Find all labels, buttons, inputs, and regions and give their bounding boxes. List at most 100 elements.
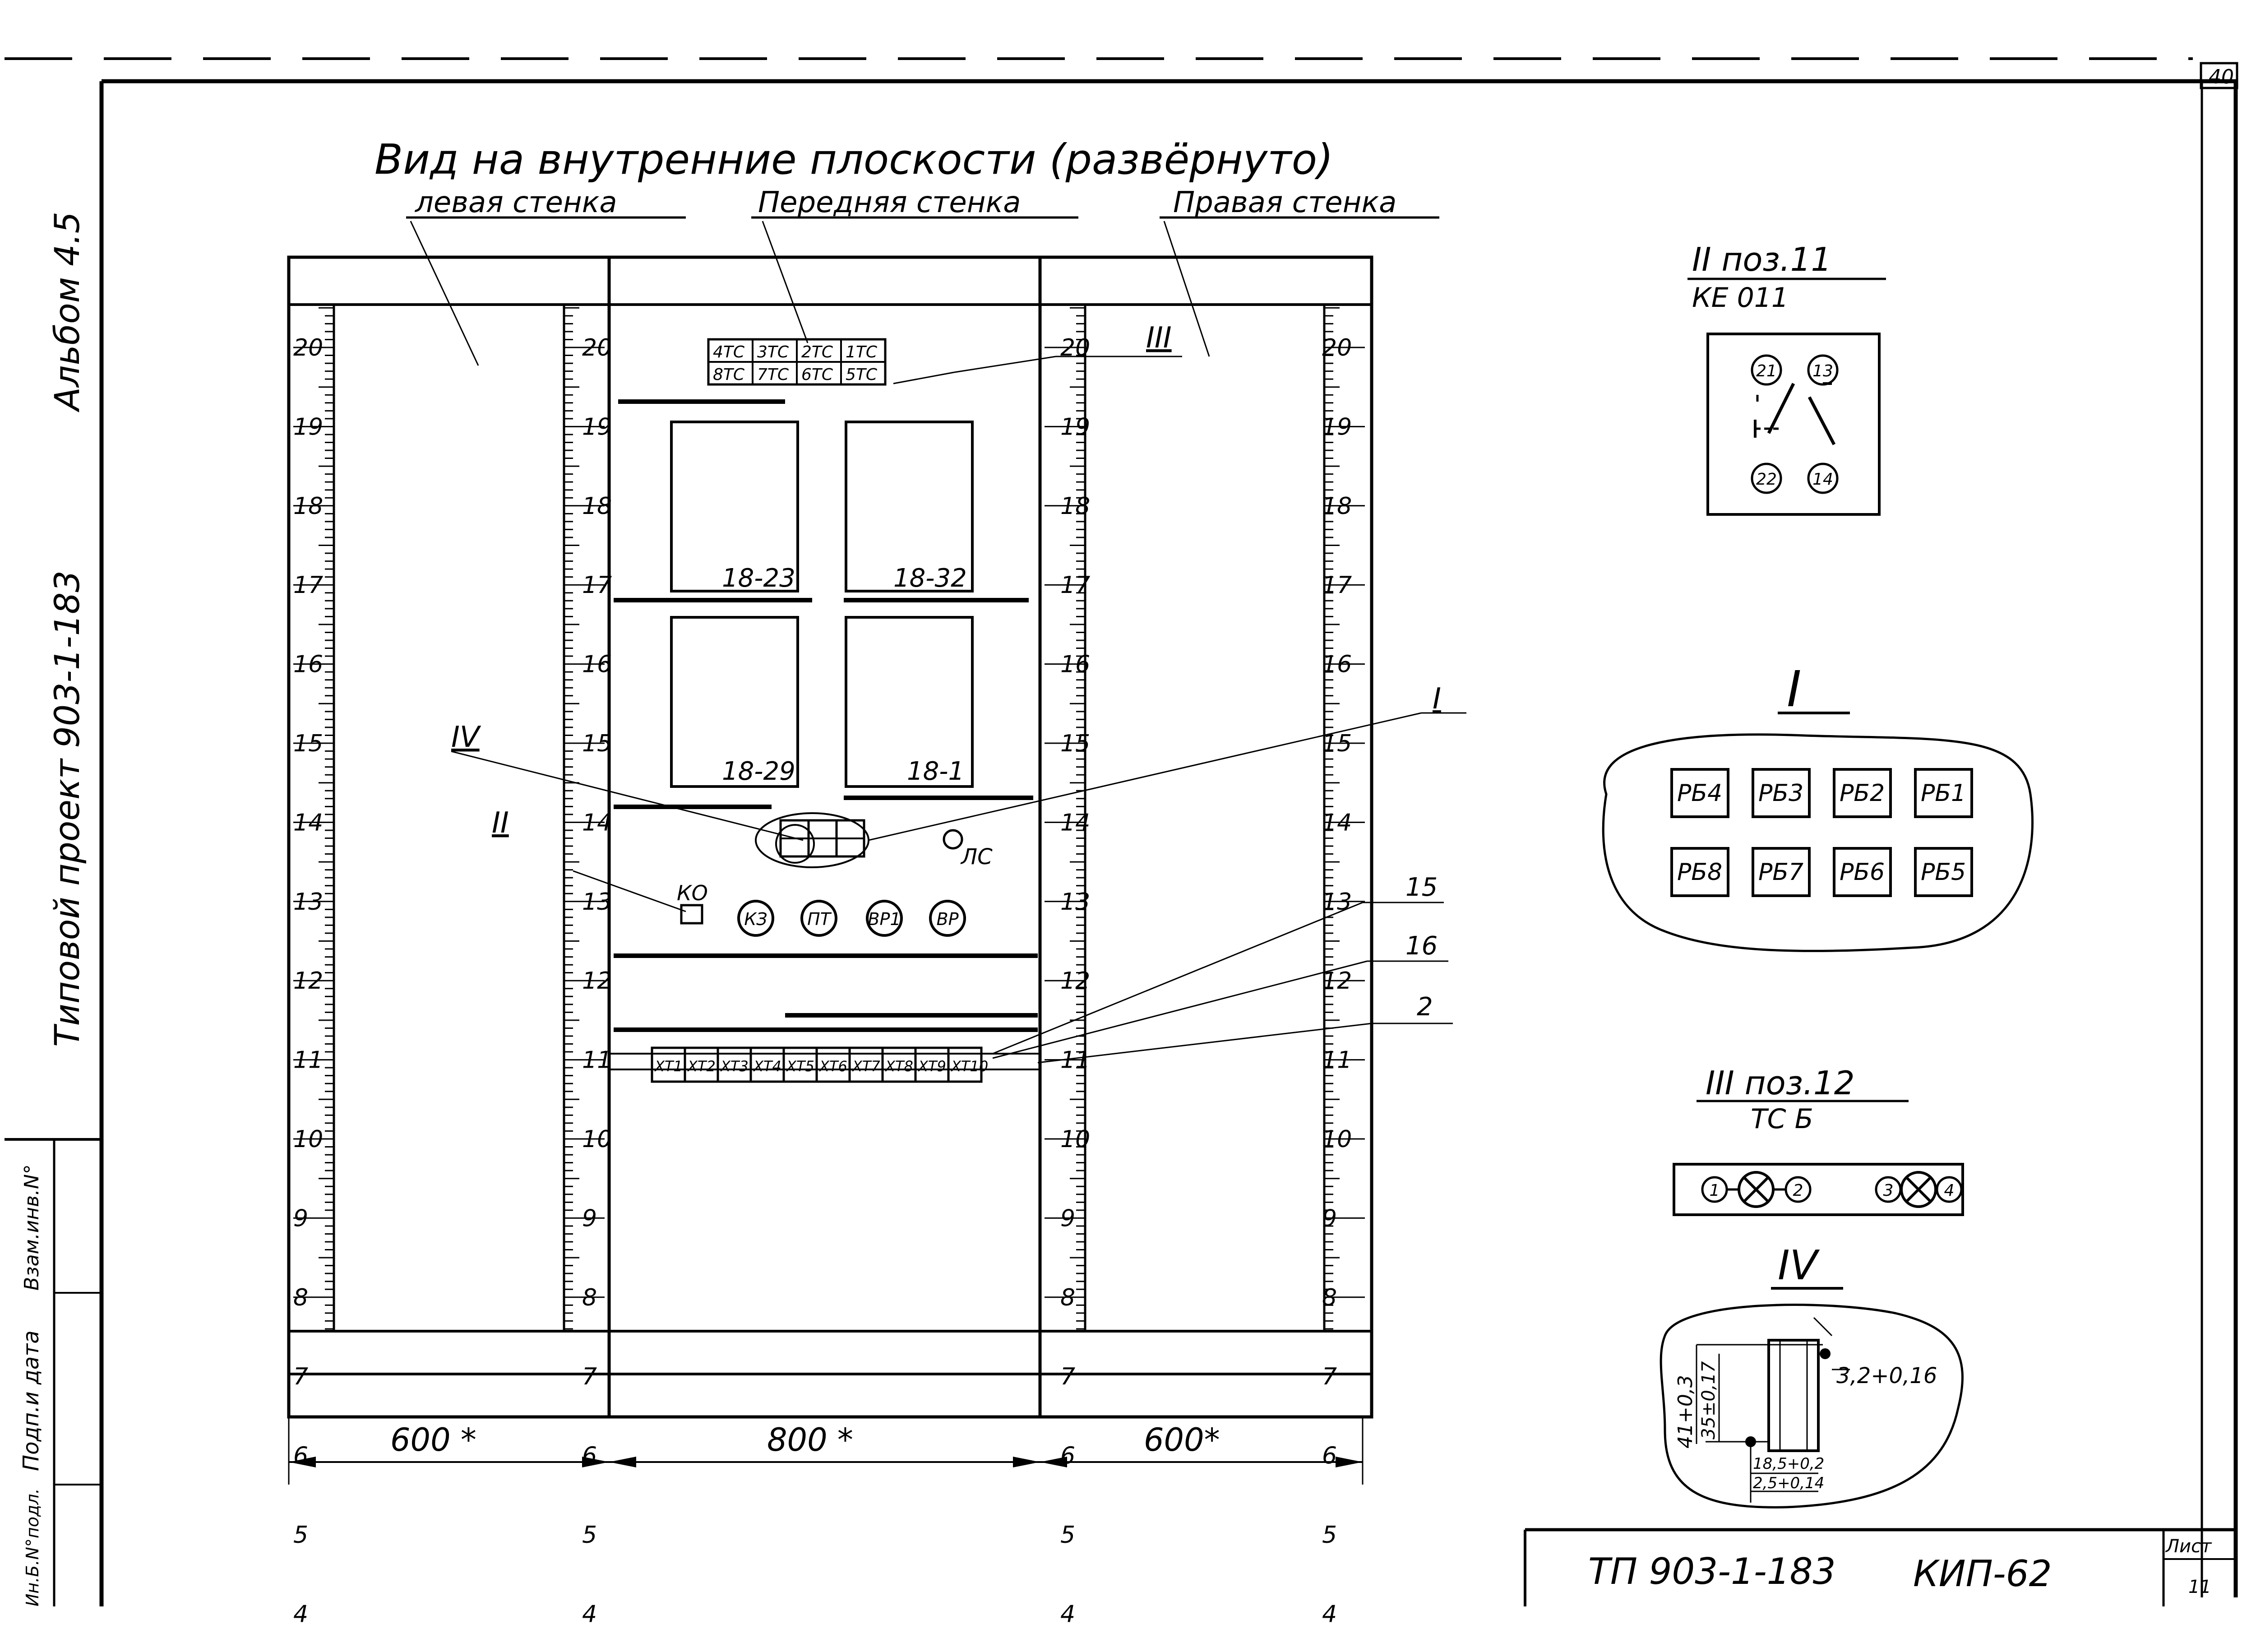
scale-number: 18 [293, 493, 323, 520]
dim-right: 600* [1144, 1421, 1220, 1458]
lamp-label: 2ТС [801, 343, 833, 361]
scale-number: 11 [293, 1047, 323, 1074]
relay-box [1833, 768, 1892, 818]
scale-number: 17 [582, 572, 612, 599]
scale-number: 14 [1060, 809, 1090, 836]
terminal-label: ХТ2 [687, 1058, 716, 1075]
scale-number: 14 [1322, 809, 1352, 836]
scale-number: 10 [1060, 1126, 1090, 1153]
relay-box [1833, 847, 1892, 897]
front-wall-label: Передняя стенка [758, 186, 1021, 219]
sheet-frame [99, 62, 2238, 1606]
scale-number: 10 [582, 1126, 612, 1153]
scale-number: 13 [582, 888, 612, 916]
lc-label: ЛС [960, 844, 993, 870]
lamp-label: 7ТС [757, 366, 789, 384]
scale-number: 11 [582, 1047, 612, 1074]
detail-iv-dim-hole: 3,2+0,16 [1836, 1363, 1937, 1388]
relay-box [1752, 847, 1811, 897]
scale-number: 18 [582, 493, 612, 520]
device-box [670, 616, 799, 788]
scale-number: 7 [1060, 1363, 1075, 1390]
scale-number: 8 [293, 1284, 308, 1311]
title-block-code: ТП 903-1-183 [1588, 1550, 1835, 1592]
detail-iv-dim-offset: 35±0,17 [1698, 1361, 1719, 1439]
detail-iii-model: ТС Б [1751, 1103, 1813, 1135]
terminal-label: ХТ1 [654, 1058, 683, 1075]
terminal-cell [947, 1046, 983, 1083]
terminal-label: ХТ3 [720, 1058, 749, 1075]
lamp-label: 1ТС [846, 343, 878, 361]
scale-number: 16 [293, 651, 323, 678]
device-box [845, 421, 974, 592]
scale-number: 6 [1322, 1443, 1337, 1470]
button-label: КЗ [744, 909, 767, 929]
scale-number: 19 [1322, 413, 1352, 440]
callout-i: I [1433, 682, 1441, 716]
album-label: Альбом 4.5 [47, 212, 87, 413]
contact-label: 14 [1812, 470, 1833, 489]
button-circle [737, 900, 774, 937]
detail-iv-dim-height: 41+0,3 [1674, 1375, 1697, 1448]
scale-number: 14 [582, 809, 612, 836]
lc-lamp [943, 829, 963, 850]
scale-number: 13 [1060, 888, 1090, 916]
detail-ii-model: КЕ 011 [1692, 282, 1789, 314]
relay-label: РБ5 [1921, 859, 1966, 886]
terminal-label: 2 [1793, 1181, 1803, 1200]
button-circle [800, 900, 837, 937]
scale-number: 5 [582, 1522, 597, 1549]
device-box [670, 421, 799, 592]
scale-number: 20 [582, 334, 612, 361]
contact-circle [1807, 354, 1839, 386]
selector-block [755, 812, 869, 868]
terminal-label: ХТ6 [818, 1058, 847, 1075]
device-label: 18-32 [893, 564, 967, 593]
scale-number: 11 [1322, 1047, 1352, 1074]
scale-number: 13 [1322, 888, 1352, 916]
ko-label: КО [677, 881, 708, 905]
ko-box [680, 904, 703, 925]
scale-number: 15 [582, 730, 612, 757]
button-circle [866, 900, 903, 937]
detail-i-title: I [1787, 660, 1801, 718]
relay-label: РБ3 [1758, 780, 1803, 807]
scale-number: 9 [1060, 1205, 1075, 1232]
lamp-label: 5ТС [846, 366, 878, 384]
scale-number: 11 [1060, 1047, 1090, 1074]
scale-number: 15 [1060, 730, 1090, 757]
contact-circle [1807, 463, 1839, 494]
scale-number: 20 [1060, 334, 1090, 361]
callout-15: 15 [1405, 873, 1438, 902]
scale-number: 16 [582, 651, 612, 678]
callout-leaders [451, 356, 1466, 1064]
scale-number: 15 [293, 730, 323, 757]
terminal-label: ХТ9 [917, 1058, 946, 1075]
callout-iii: III [1146, 321, 1172, 355]
scale-number: 5 [1322, 1522, 1337, 1549]
scale-number: 19 [1060, 413, 1090, 440]
relay-box [1670, 768, 1729, 818]
button-label: ВР [937, 909, 959, 929]
terminal-label: ХТ7 [851, 1058, 880, 1075]
detail-iv-title: IV [1778, 1242, 1820, 1289]
button-label: ПТ [807, 909, 832, 929]
relay-label: РБ2 [1840, 780, 1885, 807]
scale-number: 5 [1060, 1522, 1075, 1549]
detail-iv-dim-width: 18,5+0,2 [1753, 1455, 1824, 1473]
detail-iii-title: III поз.12 [1706, 1064, 1855, 1102]
terminal-label: 1 [1710, 1181, 1720, 1200]
scale-number: 7 [1322, 1363, 1337, 1390]
button-circle [929, 900, 966, 937]
sign-date-label: Подп.и дата [18, 1330, 44, 1471]
device-box [845, 616, 974, 788]
scale-number: 20 [293, 334, 323, 361]
wall-scales: 2019181716151413121110987654320191817161… [293, 307, 1365, 1628]
lamp-cross [1905, 1176, 1932, 1203]
right-wall-label: Правая стенка [1173, 186, 1396, 219]
terminal-label: ХТ4 [753, 1058, 781, 1075]
replace-inv-label: Взам.инв.N° [20, 1164, 43, 1291]
terminal-label: 4 [1944, 1181, 1955, 1200]
relay-label: РБ4 [1677, 780, 1722, 807]
